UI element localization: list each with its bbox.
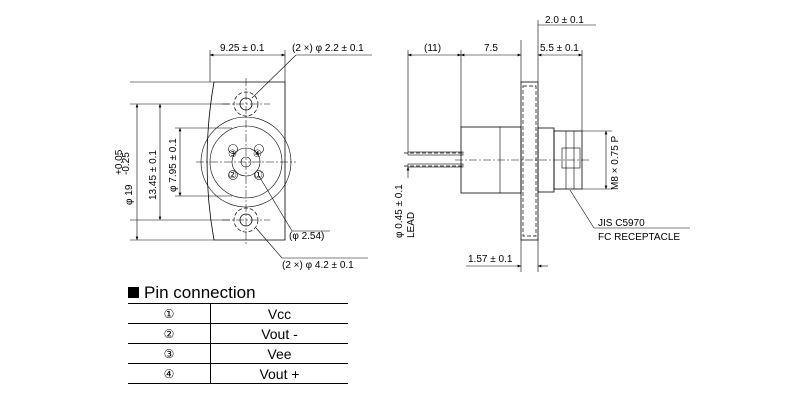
table-row: ② Vout - — [128, 323, 348, 344]
dim-width: 9.25 ± 0.1 — [220, 43, 265, 54]
dim-hole-spacing: 13.45 ± 0.1 — [148, 150, 159, 200]
dim-pin-pitch: (φ 2.54) — [289, 231, 324, 242]
front-body-outline — [206, 81, 286, 241]
pin-name: Vee — [210, 343, 348, 364]
spec-label: JIS C5970 — [598, 218, 645, 229]
pin-label-3: ③ — [228, 149, 237, 160]
pin-name: Vcc — [210, 303, 348, 324]
dim-flange-thk: 1.57 ± 0.1 — [468, 254, 513, 265]
connector-key — [561, 147, 581, 169]
pin-label-2: ② — [228, 170, 237, 181]
side-view: 2.0 ± 0.1 (11) 7.5 5.5 ± 0.1 M8 × 0.75 P… — [394, 15, 690, 272]
pin-4 — [254, 144, 264, 154]
pin-2 — [228, 170, 238, 180]
dim-length-body: 7.5 — [484, 43, 498, 54]
pin-label-4: ④ — [253, 149, 262, 160]
dim-body-dia-tol-upper: +0.05 — [114, 149, 125, 175]
dim-center-dia: φ 7.95 ± 0.1 — [168, 138, 179, 192]
pin-3 — [228, 144, 238, 154]
dim-lead-label: LEAD — [406, 212, 417, 238]
pin-label-1: ① — [254, 170, 263, 181]
lead-upper — [407, 151, 464, 156]
heading-square-icon — [128, 287, 139, 298]
dim-mount-holes: (2 ×) φ 2.2 ± 0.1 — [292, 43, 364, 54]
pin-number: ① — [128, 303, 211, 324]
pin-connection-heading: Pin connection — [128, 283, 256, 303]
dim-body-dia-tol-lower: -0.25 — [121, 152, 132, 175]
pin-connection-table: ① Vcc ② Vout - ③ Vee ④ Vout + — [128, 303, 348, 384]
pin-name: Vout + — [210, 363, 348, 384]
pin-name: Vout - — [210, 323, 348, 344]
table-row: ④ Vout + — [128, 363, 348, 384]
pin-number: ② — [128, 323, 211, 344]
dim-length-paren: (11) — [424, 43, 441, 54]
dim-counterbore: (2 ×) φ 4.2 ± 0.1 — [282, 260, 354, 271]
dim-body-dia: φ 19 — [124, 184, 135, 205]
dim-lead-dia: φ 0.45 ± 0.1 — [394, 184, 405, 238]
dim-flange: 2.0 ± 0.1 — [545, 15, 584, 26]
mechanical-drawing: ④ ③ ② ① 9.25 ± 0.1 (2 ×) φ 2.2 ± 0.1 φ 1… — [114, 15, 690, 272]
table-row: ① Vcc — [128, 303, 348, 324]
pin-number: ③ — [128, 343, 211, 364]
pin-number: ④ — [128, 363, 211, 384]
dim-connector: 5.5 ± 0.1 — [540, 43, 579, 54]
front-view: ④ ③ ② ① 9.25 ± 0.1 (2 ×) φ 2.2 ± 0.1 φ 1… — [114, 43, 372, 271]
pin-1 — [254, 170, 264, 180]
pin-connection-title: Pin connection — [144, 283, 256, 302]
dim-thread: M8 × 0.75 P — [610, 135, 621, 190]
table-row: ③ Vee — [128, 343, 348, 364]
lead-lower — [407, 163, 464, 168]
receptacle-label: FC RECEPTACLE — [598, 232, 680, 243]
flange — [520, 81, 539, 241]
